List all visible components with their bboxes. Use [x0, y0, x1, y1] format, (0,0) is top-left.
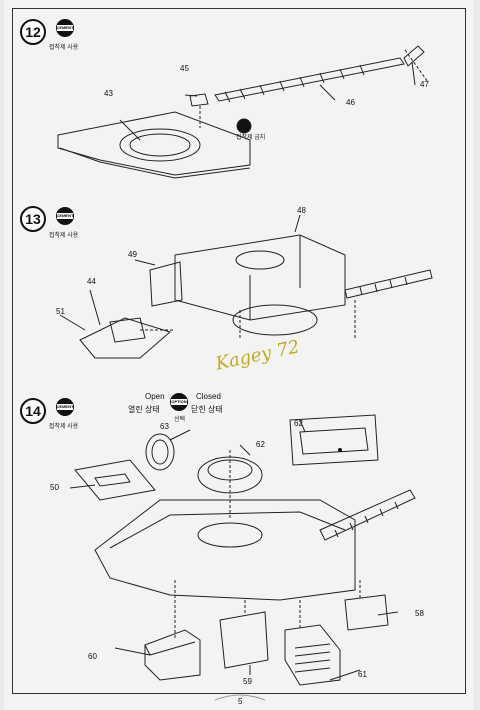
callout-59: 59 [243, 677, 252, 686]
step14-hull-turret-drawing [74, 414, 416, 686]
cement-caption: 접착제 사용 [49, 233, 79, 239]
step12-turret-base-drawing [57, 111, 251, 179]
step-13-number: 13 [20, 206, 46, 232]
callout-63: 63 [160, 422, 169, 431]
closed-label: Closed [196, 392, 221, 401]
step12-barrel-drawing [189, 45, 425, 107]
callout-58: 58 [415, 609, 424, 618]
step-14-number: 14 [20, 398, 46, 424]
closed-label-kr: 닫힌 상태 [191, 405, 223, 414]
option-caption: 선택 [174, 417, 186, 423]
cement-badge-text: CEMENT [56, 213, 74, 218]
cement-badge-text: CEMENT [56, 25, 74, 30]
cement-badge-text: CEMENT [56, 404, 74, 409]
cement-icon: CEMENT [56, 398, 74, 416]
cement-icon: CEMENT [56, 19, 74, 37]
option-icon: OPTION [170, 393, 188, 411]
open-label: Open [145, 392, 165, 401]
callout-43: 43 [104, 89, 113, 98]
detail-callout-62: 62 [294, 419, 303, 428]
open-label-kr: 열린 상태 [128, 405, 160, 414]
page-border [12, 8, 466, 694]
instruction-page [4, 0, 474, 710]
callout-49: 49 [128, 250, 137, 259]
callout-47: 47 [420, 80, 429, 89]
callout-61: 61 [358, 670, 367, 679]
no-cement-caption: 접착제 금지 [236, 135, 266, 141]
callout-48: 48 [297, 206, 306, 215]
callout-44: 44 [87, 277, 96, 286]
option-badge-text: OPTION [171, 399, 187, 404]
callout-50: 50 [50, 483, 59, 492]
cement-caption: 접착제 사용 [49, 45, 79, 51]
page-number: 5 [238, 697, 243, 706]
callout-60: 60 [88, 652, 97, 661]
cement-icon: CEMENT [56, 207, 74, 225]
cement-caption: 접착제 사용 [49, 424, 79, 430]
callout-45: 45 [180, 64, 189, 73]
callout-62: 62 [256, 440, 265, 449]
callout-46: 46 [346, 98, 355, 107]
step13-turret-drawing [79, 234, 433, 359]
callout-51: 51 [56, 307, 65, 316]
step-12-number: 12 [20, 19, 46, 45]
